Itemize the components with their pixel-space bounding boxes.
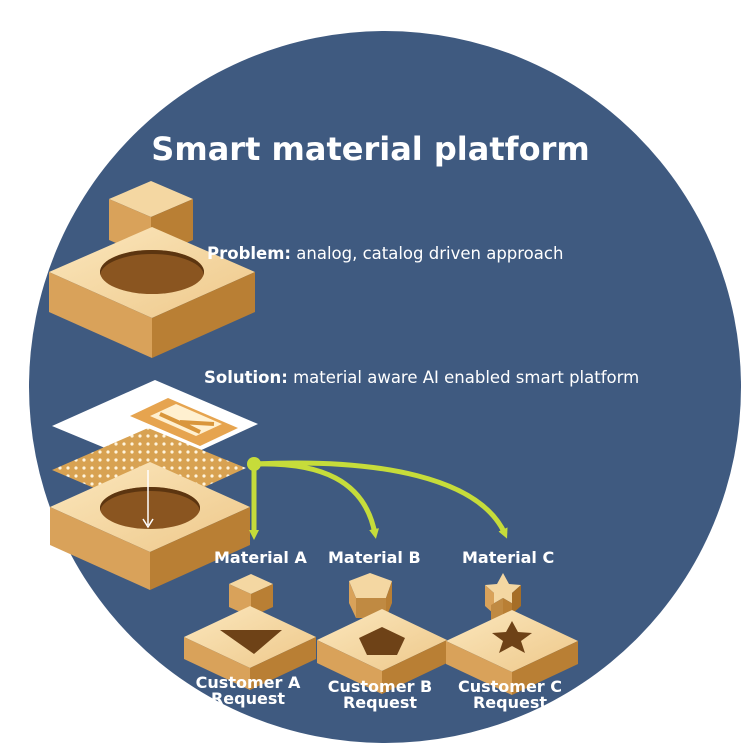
problem-plate xyxy=(49,227,255,358)
customer-c-plate xyxy=(446,610,578,695)
problem-statement: Problem: analog, catalog driven approach xyxy=(207,244,563,263)
background-circle xyxy=(29,31,741,743)
problem-label: Problem: xyxy=(207,244,292,263)
triangle-hole xyxy=(220,630,282,654)
customer-a-name: Customer A xyxy=(195,673,301,692)
customer-b-plate xyxy=(317,609,447,694)
problem-text: analog, catalog driven approach xyxy=(291,244,564,263)
solution-stack xyxy=(50,380,258,590)
customer-b-request: Request xyxy=(342,693,418,712)
customer-c-name: Customer C xyxy=(457,677,563,696)
customer-a-request: Request xyxy=(210,689,286,708)
arrow-to-material-c xyxy=(253,460,508,539)
page-title: Smart material platform xyxy=(151,130,590,168)
customer-b-request-label: Customer B Request xyxy=(310,679,450,711)
design-pattern-icon xyxy=(130,398,238,446)
star-hole xyxy=(492,621,532,653)
solution-statement: Solution: material aware AI enabled smar… xyxy=(204,368,639,387)
customer-a-request-label: Customer A Request xyxy=(178,675,318,707)
material-a-label: Material A xyxy=(214,548,307,567)
customer-a-plate xyxy=(184,606,316,690)
material-b-label: Material B xyxy=(328,548,421,567)
customer-b-name: Customer B xyxy=(327,677,433,696)
solution-text: material aware AI enabled smart platform xyxy=(287,368,640,387)
pentagon-hole xyxy=(359,627,405,655)
material-c-label: Material C xyxy=(462,548,555,567)
solution-label: Solution: xyxy=(204,368,288,387)
distribution-arrows xyxy=(247,457,508,540)
customer-c-request-label: Customer C Request xyxy=(440,679,580,711)
customer-c-request: Request xyxy=(472,693,548,712)
